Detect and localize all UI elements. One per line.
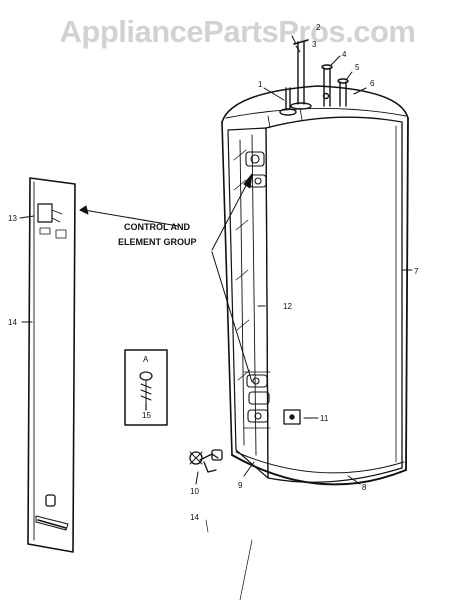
watermark: AppliancePartsPros.com bbox=[59, 14, 416, 49]
part-number-3: 3 bbox=[312, 40, 317, 49]
part-number-11: 11 bbox=[320, 414, 329, 423]
part-number-6: 6 bbox=[370, 79, 375, 88]
drain-valve bbox=[189, 449, 223, 473]
part-number-5: 5 bbox=[355, 63, 360, 72]
tank bbox=[221, 85, 409, 486]
part-number-10: 10 bbox=[190, 487, 199, 496]
top-fittings bbox=[279, 39, 349, 116]
part-number-7: 7 bbox=[414, 267, 419, 276]
part-number-2: 2 bbox=[316, 23, 321, 32]
screw-detail-box bbox=[124, 349, 168, 426]
callout-line-1: CONTROL AND bbox=[124, 222, 190, 232]
part-number-15: 15 bbox=[142, 411, 151, 420]
control-element-group-lower bbox=[243, 371, 271, 429]
rating-label bbox=[283, 409, 301, 425]
callout-line-2: ELEMENT GROUP bbox=[118, 237, 197, 247]
part-number-9: 9 bbox=[238, 481, 243, 490]
part-number-12: 12 bbox=[283, 302, 292, 311]
part-number-4: 4 bbox=[342, 50, 347, 59]
part-number-8: 8 bbox=[362, 483, 367, 492]
screw-box-tag: A bbox=[143, 355, 149, 364]
part-number-14-panel: 14 bbox=[8, 318, 17, 327]
access-cover-panel bbox=[27, 177, 76, 553]
part-number-1: 1 bbox=[258, 80, 263, 89]
part-number-13: 13 bbox=[8, 214, 17, 223]
part-number-14-bottom: 14 bbox=[190, 513, 199, 522]
leader-lines bbox=[19, 35, 413, 600]
